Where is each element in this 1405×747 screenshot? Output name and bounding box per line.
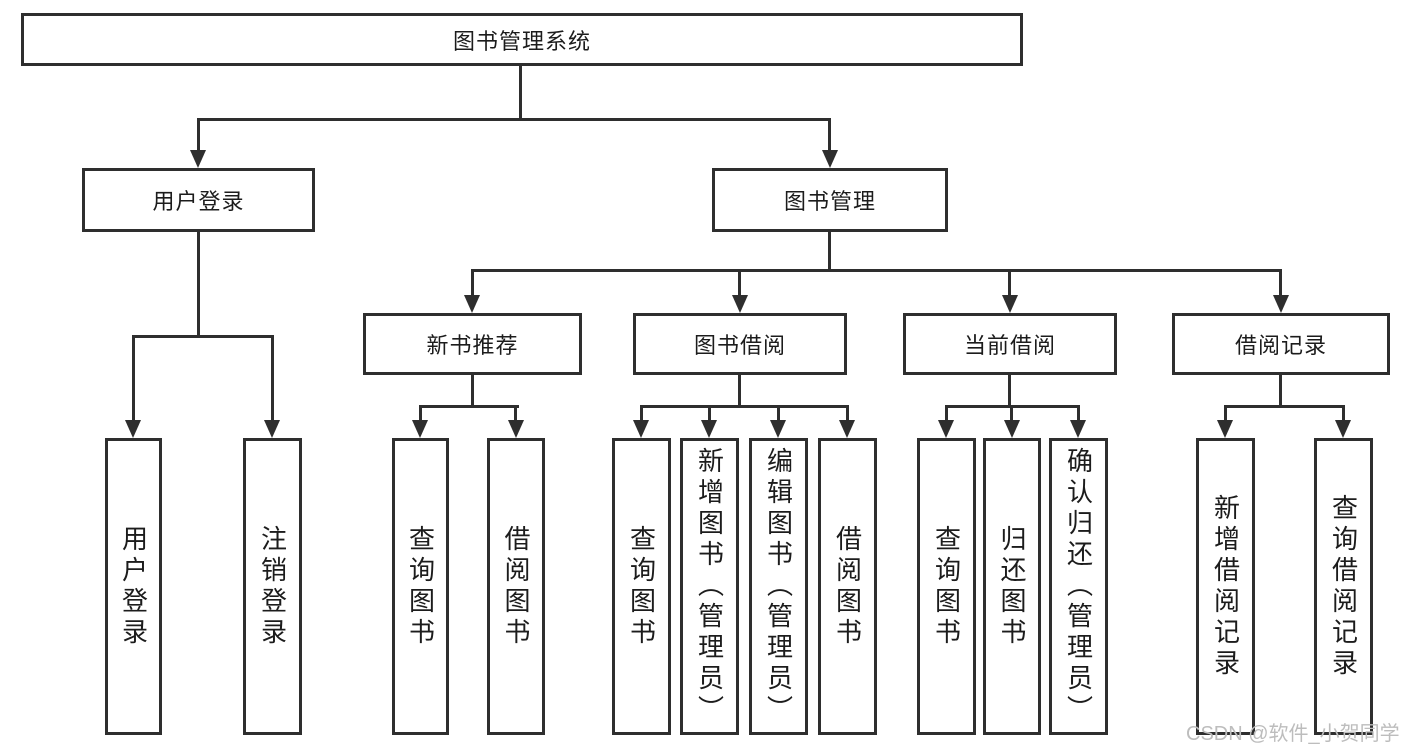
connector-vline	[738, 375, 741, 405]
arrow-down-icon	[125, 420, 141, 438]
connector-vline	[197, 118, 200, 150]
node-new-book-recommend: 新书推荐	[363, 313, 582, 375]
node-current-borrowing-label: 当前借阅	[963, 333, 1056, 358]
leaf-user-login-label: 用户登录	[118, 524, 149, 649]
connector-vline	[1008, 375, 1011, 405]
connector-hline	[197, 118, 831, 121]
arrow-down-icon	[839, 420, 855, 438]
connector-vline	[471, 269, 474, 295]
leaf-user-login: 用户登录	[105, 438, 162, 735]
connector-vline	[777, 405, 780, 420]
connector-vline	[271, 335, 274, 420]
arrow-down-icon	[1273, 295, 1289, 313]
leaf-add-book-admin-label: 新增图书（管理员）	[694, 447, 725, 726]
leaf-edit-book-admin-label: 编辑图书（管理员）	[763, 447, 794, 726]
connector-vline	[708, 405, 711, 420]
connector-vline	[471, 375, 474, 405]
arrow-down-icon	[1004, 420, 1020, 438]
leaf-borrow-books-borrowing: 借阅图书	[818, 438, 877, 735]
leaf-query-books-recommend: 查询图书	[392, 438, 449, 735]
arrow-down-icon	[1217, 420, 1233, 438]
leaf-add-borrow-record: 新增借阅记录	[1196, 438, 1255, 735]
arrow-down-icon	[464, 295, 480, 313]
arrow-down-icon	[633, 420, 649, 438]
connector-vline	[1224, 405, 1227, 420]
connector-vline	[1279, 375, 1282, 405]
connector-hline	[640, 405, 849, 408]
arrow-down-icon	[732, 295, 748, 313]
leaf-edit-book-admin: 编辑图书（管理员）	[749, 438, 808, 735]
leaf-confirm-return-admin: 确认归还（管理员）	[1049, 438, 1108, 735]
leaf-borrow-books-borrowing-label: 借阅图书	[832, 524, 863, 649]
leaf-return-book: 归还图书	[983, 438, 1041, 735]
node-new-book-recommend-label: 新书推荐	[426, 333, 519, 358]
arrow-down-icon	[1002, 295, 1018, 313]
connector-vline	[828, 118, 831, 150]
leaf-add-borrow-record-label: 新增借阅记录	[1210, 493, 1241, 680]
connector-vline	[846, 405, 849, 420]
connector-vline	[738, 269, 741, 295]
connector-vline	[1342, 405, 1345, 420]
node-book-management-label: 图书管理	[783, 189, 876, 214]
leaf-borrow-books-recommend: 借阅图书	[487, 438, 545, 735]
connector-vline	[640, 405, 643, 420]
leaf-logout-label: 注销登录	[257, 524, 288, 649]
leaf-add-book-admin: 新增图书（管理员）	[680, 438, 739, 735]
arrow-down-icon	[508, 420, 524, 438]
csdn-watermark: CSDN @软件_小贺同学	[1186, 723, 1400, 745]
arrow-down-icon	[412, 420, 428, 438]
leaf-query-books-borrowing-label: 查询图书	[626, 524, 657, 649]
node-borrowing-records: 借阅记录	[1172, 313, 1390, 375]
connector-vline	[1279, 269, 1282, 295]
connector-vline	[514, 405, 517, 420]
arrow-down-icon	[938, 420, 954, 438]
leaf-query-books-current-label: 查询图书	[931, 524, 962, 649]
arrow-down-icon	[701, 420, 717, 438]
leaf-query-books-borrowing: 查询图书	[612, 438, 671, 735]
node-root-library-system: 图书管理系统	[21, 13, 1023, 66]
node-book-borrowing: 图书借阅	[633, 313, 847, 375]
connector-vline	[945, 405, 948, 420]
node-book-management: 图书管理	[712, 168, 948, 232]
connector-hline	[1224, 405, 1345, 408]
leaf-query-books-recommend-label: 查询图书	[405, 524, 436, 649]
node-book-borrowing-label: 图书借阅	[693, 333, 786, 358]
connector-vline	[419, 405, 422, 420]
leaf-return-book-label: 归还图书	[997, 524, 1027, 649]
connector-hline	[419, 405, 519, 408]
connector-vline	[828, 232, 831, 269]
leaf-query-borrow-record-label: 查询借阅记录	[1328, 493, 1359, 680]
arrow-down-icon	[264, 420, 280, 438]
arrow-down-icon	[770, 420, 786, 438]
arrow-down-icon	[1335, 420, 1351, 438]
leaf-query-books-current: 查询图书	[917, 438, 976, 735]
node-current-borrowing: 当前借阅	[903, 313, 1117, 375]
node-user-login-label: 用户登录	[152, 189, 245, 214]
node-root-label: 图书管理系统	[452, 28, 591, 54]
connector-vline	[197, 232, 200, 335]
leaf-query-borrow-record: 查询借阅记录	[1314, 438, 1373, 735]
connector-vline	[519, 66, 522, 118]
leaf-borrow-books-recommend-label: 借阅图书	[501, 524, 531, 649]
node-user-login: 用户登录	[82, 168, 315, 232]
connector-vline	[1010, 405, 1013, 420]
leaf-logout: 注销登录	[243, 438, 302, 735]
arrow-down-icon	[1070, 420, 1086, 438]
connector-vline	[1008, 269, 1011, 295]
connector-hline	[471, 269, 1282, 272]
connector-vline	[132, 335, 135, 420]
arrow-down-icon	[190, 150, 206, 168]
connector-hline	[132, 335, 274, 338]
node-borrowing-records-label: 借阅记录	[1234, 333, 1327, 358]
connector-vline	[1077, 405, 1080, 420]
leaf-confirm-return-admin-label: 确认归还（管理员）	[1063, 447, 1094, 726]
arrow-down-icon	[822, 150, 838, 168]
